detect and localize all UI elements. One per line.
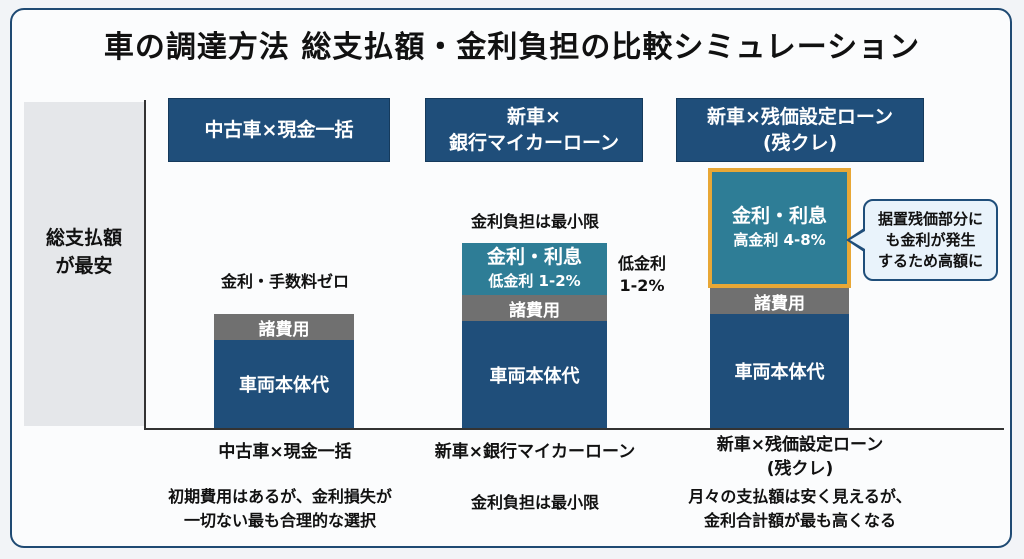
side-note-low-rate-line1: 低金利 xyxy=(617,254,666,273)
callout-residual-interest: 据置残価部分に も金利が発生 するため高額に xyxy=(863,199,998,281)
callout-line1: 据置残価部分に xyxy=(877,209,983,228)
interest-segment-residual-loan: 金利・利息 高金利 4-8% xyxy=(708,168,851,288)
column-header-new-bank-loan: 新車× 銀行マイカーローン xyxy=(425,98,643,162)
description-used-cash-line1: 初期費用はあるが、金利損失が xyxy=(168,487,392,506)
category-label-used-cash: 中古車×現金一括 xyxy=(180,440,390,464)
category-label-residual-loan-line1: 新車×残価設定ローン xyxy=(716,435,884,455)
note-minimal-interest: 金利負担は最小限 xyxy=(470,212,599,231)
column-header-residual-loan: 新車×残価設定ローン (残クレ) xyxy=(676,98,924,162)
y-axis-label: 総支払額 が最安 xyxy=(24,224,144,280)
fees-label-bank-loan: 諸費用 xyxy=(509,300,560,321)
column-header-used-cash-text: 中古車×現金一括 xyxy=(204,119,354,141)
interest-rate-bank-loan: 低金利 1-2% xyxy=(488,272,581,290)
body-label-used-cash: 車両本体代 xyxy=(239,375,329,396)
x-axis-line xyxy=(144,428,1004,430)
interest-segment-bank-loan: 金利・利息 低金利 1-2% xyxy=(462,243,607,295)
description-residual-loan-line1: 月々の支払額は安く見えるが、 xyxy=(688,487,912,506)
body-label-bank-loan: 車両本体代 xyxy=(489,365,580,387)
description-residual-loan: 月々の支払額は安く見えるが、 金利合計額が最も高くなる xyxy=(650,485,950,533)
side-note-low-rate: 低金利 1-2% xyxy=(612,253,672,297)
y-axis-label-line2: が最安 xyxy=(55,255,113,277)
body-segment-used-cash: 車両本体代 xyxy=(214,340,354,428)
column-header-residual-loan-line2: (残クレ) xyxy=(762,132,838,154)
category-label-residual-loan: 新車×残価設定ローン (残クレ) xyxy=(670,433,930,481)
y-axis-line xyxy=(144,100,146,430)
callout-line3: するため高額に xyxy=(877,251,983,270)
body-segment-bank-loan: 車両本体代 xyxy=(462,321,607,428)
description-bank-loan-line1: 金利負担は最小限 xyxy=(470,493,599,512)
fees-label-residual-loan: 諸費用 xyxy=(754,293,805,314)
page-title: 車の調達方法 総支払額・金利負担の比較シミュレーション xyxy=(103,30,921,65)
fees-segment-residual-loan: 諸費用 xyxy=(710,288,849,314)
description-used-cash: 初期費用はあるが、金利損失が 一切ない最も合理的な選択 xyxy=(130,485,430,533)
fees-segment-used-cash: 諸費用 xyxy=(214,314,354,340)
callout-line2: も金利が発生 xyxy=(885,230,976,249)
description-bank-loan: 金利負担は最小限 xyxy=(430,491,640,515)
category-label-residual-loan-line2: (残クレ) xyxy=(766,459,834,479)
column-header-new-bank-loan-line2: 銀行マイカーローン xyxy=(448,132,620,154)
interest-rate-residual-loan: 高金利 4-8% xyxy=(733,231,826,249)
y-axis-label-panel xyxy=(24,102,144,426)
column-header-used-cash: 中古車×現金一括 xyxy=(168,98,390,162)
interest-label-bank-loan: 金利・利息 xyxy=(486,246,582,268)
body-segment-residual-loan: 車両本体代 xyxy=(710,314,849,428)
description-residual-loan-line2: 金利合計額が最も高くなる xyxy=(703,511,896,530)
category-label-used-cash-text: 中古車×現金一括 xyxy=(218,442,352,462)
callout-arrow-fill xyxy=(850,231,865,249)
note-zero-interest: 金利・手数料ゼロ xyxy=(220,272,349,291)
interest-label-residual-loan: 金利・利息 xyxy=(731,205,827,227)
body-label-residual-loan: 車両本体代 xyxy=(734,362,825,383)
column-header-residual-loan-line1: 新車×残価設定ローン xyxy=(707,106,893,128)
category-label-bank-loan-text: 新車×銀行マイカーローン xyxy=(434,442,636,462)
fees-label-used-cash: 諸費用 xyxy=(258,319,310,340)
side-note-low-rate-line2: 1-2% xyxy=(619,276,665,295)
y-axis-label-line1: 総支払額 xyxy=(45,227,122,249)
category-label-bank-loan: 新車×銀行マイカーローン xyxy=(410,440,660,464)
column-header-new-bank-loan-line1: 新車× xyxy=(507,106,561,128)
fees-segment-bank-loan: 諸費用 xyxy=(462,295,607,321)
description-used-cash-line2: 一切ない最も合理的な選択 xyxy=(183,511,376,530)
